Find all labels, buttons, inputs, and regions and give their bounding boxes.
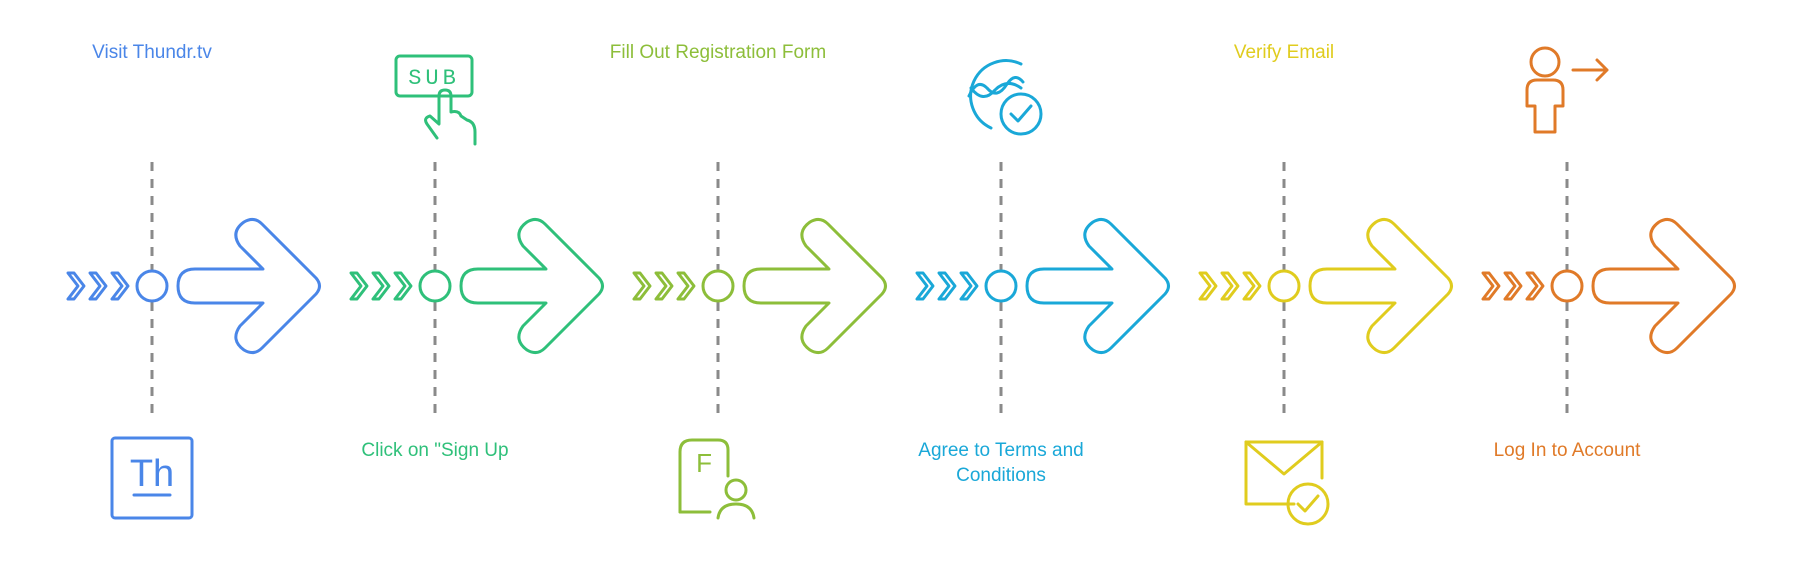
chevron-icon [66, 271, 86, 301]
step-label: Click on "Sign Up [361, 440, 509, 461]
big-arrow-icon [1591, 217, 1736, 355]
step-label: Visit Thundr.tv [92, 42, 212, 63]
chevron-icon [676, 271, 696, 301]
chevron-icon [1242, 271, 1262, 301]
step-3: F [632, 162, 887, 520]
step-label: Verify Email [1233, 42, 1335, 63]
chevron-icon [632, 271, 652, 301]
big-arrow-icon [176, 217, 321, 355]
chevron-icon [88, 271, 108, 301]
chevron-icon [1220, 271, 1240, 301]
step-node [701, 269, 735, 303]
big-arrow-icon [1308, 217, 1453, 355]
chevron-icon [937, 271, 957, 301]
user-login-arrow-icon [1525, 46, 1609, 134]
step-5 [1198, 162, 1453, 526]
step-2: SUB [349, 54, 604, 420]
step-node [984, 269, 1018, 303]
chevron-icon [654, 271, 674, 301]
chevron-icon [393, 271, 413, 301]
big-arrow-icon [1025, 217, 1170, 355]
step-node [1267, 269, 1301, 303]
chevron-icon [1525, 271, 1545, 301]
chevron-icon [349, 271, 369, 301]
chevron-icon [915, 271, 935, 301]
step-label: Fill Out Registration Form [609, 42, 827, 63]
step-node [418, 269, 452, 303]
chevron-icon [959, 271, 979, 301]
svg-text:F: F [696, 448, 712, 478]
step-1: Th [66, 162, 321, 520]
big-arrow-icon [459, 217, 604, 355]
subscribe-button-click-icon: SUB [394, 54, 477, 146]
email-check-icon [1244, 440, 1330, 526]
step-label: Agree to Terms and Conditions [918, 440, 1084, 486]
svg-text:SUB: SUB [408, 66, 460, 91]
chevron-icon [110, 271, 130, 301]
thundr-logo-icon: Th [110, 436, 194, 520]
step-4 [915, 59, 1170, 420]
chevron-icon [371, 271, 391, 301]
chevron-icon [1481, 271, 1501, 301]
step-6 [1481, 46, 1736, 420]
big-arrow-icon [742, 217, 887, 355]
step-node [135, 269, 169, 303]
chevron-icon [1198, 271, 1218, 301]
registration-form-icon: F [678, 438, 756, 520]
svg-text:Th: Th [130, 453, 174, 495]
step-node [1550, 269, 1584, 303]
chevron-icon [1503, 271, 1523, 301]
terms-signature-check-icon [967, 59, 1043, 136]
step-label: Log In to Account [1493, 440, 1641, 461]
